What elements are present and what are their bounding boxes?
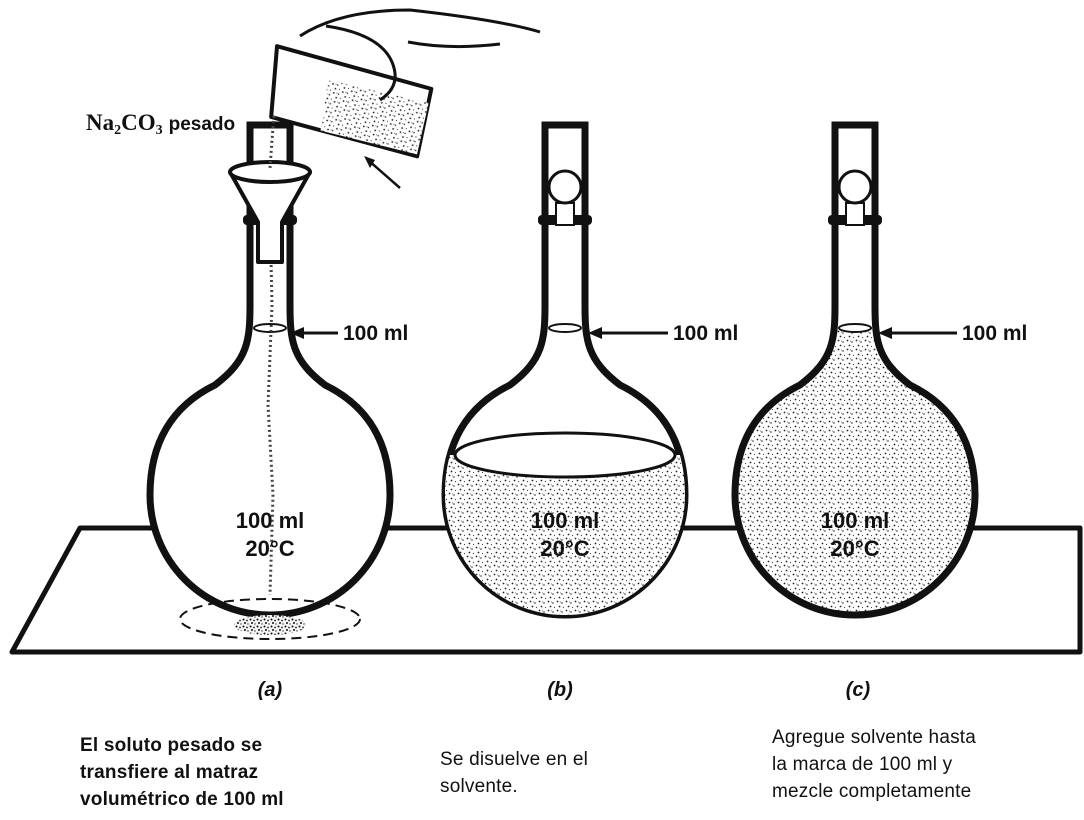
flask-c bbox=[725, 125, 985, 698]
flask-c-letter: (c) bbox=[846, 679, 871, 701]
caption-c-line: Agregue solvente hasta bbox=[772, 724, 1040, 751]
flask-c-mark-label: 100 ml bbox=[962, 322, 1027, 345]
flask-c-body-line2: 20°C bbox=[830, 536, 879, 561]
flask-b-letter: (b) bbox=[547, 679, 573, 701]
funnel bbox=[230, 162, 310, 262]
flask-a-mark-label: 100 ml bbox=[343, 322, 408, 345]
flask-a-letter: (a) bbox=[258, 679, 283, 701]
caption-a-line: transfiere al matraz bbox=[80, 759, 367, 786]
solute-pile bbox=[234, 615, 306, 635]
caption-c-line: la marca de 100 ml y bbox=[772, 751, 1040, 778]
flask-b-mark-arrow bbox=[588, 327, 668, 339]
flask-a-body-line1: 100 ml bbox=[236, 508, 305, 533]
caption-b-line: solvente. bbox=[440, 773, 688, 800]
beaker-with-hand bbox=[265, 10, 540, 188]
caption-b-line: Se disuelve en el bbox=[440, 746, 688, 773]
flask-a-body-line2: 20°C bbox=[245, 536, 294, 561]
caption-a-line: volumétrico de 100 ml bbox=[80, 786, 367, 813]
flask-c-mark-arrow bbox=[878, 327, 957, 339]
caption-c-line: mezcle completamente bbox=[772, 778, 1040, 805]
flask-b-body-line2: 20°C bbox=[540, 536, 589, 561]
caption-c: Agregue solvente hasta la marca de 100 m… bbox=[772, 724, 1040, 805]
flask-c-body-line1: 100 ml bbox=[821, 508, 890, 533]
caption-a: El soluto pesado se transfiere al matraz… bbox=[80, 732, 367, 813]
flask-b-stopper bbox=[549, 171, 581, 203]
flask-a-mark-arrow bbox=[290, 327, 338, 339]
flask-c-stopper bbox=[839, 171, 871, 203]
caption-a-line: El soluto pesado se bbox=[80, 732, 367, 759]
flask-b bbox=[435, 125, 695, 695]
caption-b: Se disuelve en el solvente. bbox=[440, 746, 688, 800]
flask-b-mark-label: 100 ml bbox=[673, 322, 738, 345]
flask-b-body-line1: 100 ml bbox=[531, 508, 600, 533]
